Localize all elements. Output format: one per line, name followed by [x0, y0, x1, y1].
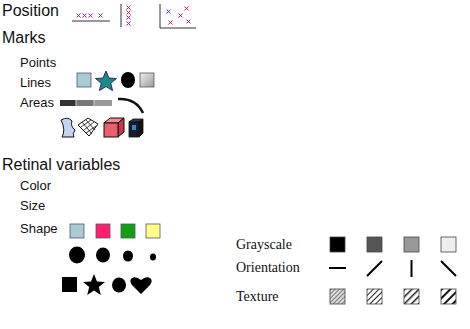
position-icons [72, 4, 196, 28]
category-label: Grayscale [236, 238, 292, 252]
category-label: Orientation [236, 261, 300, 275]
category-label: Color [20, 179, 51, 192]
line-marks [60, 99, 143, 113]
category-label: Areas [20, 96, 54, 109]
category-label: Shape [20, 222, 58, 235]
category-label: Size [20, 199, 45, 212]
category-label: Points [20, 56, 56, 69]
shape-symbols [62, 274, 152, 295]
texture-swatches [330, 289, 456, 304]
point-marks [77, 71, 154, 91]
section-heading: Retinal variables [2, 157, 120, 173]
size-circles [69, 247, 156, 264]
section-heading: Position [2, 3, 59, 19]
orientation-lines [329, 260, 456, 277]
area-marks [61, 118, 143, 137]
color-swatches [70, 224, 160, 238]
grayscale-swatches [330, 237, 456, 252]
category-label: Lines [20, 76, 51, 89]
category-label: Texture [236, 290, 279, 304]
section-heading: Marks [2, 30, 46, 46]
